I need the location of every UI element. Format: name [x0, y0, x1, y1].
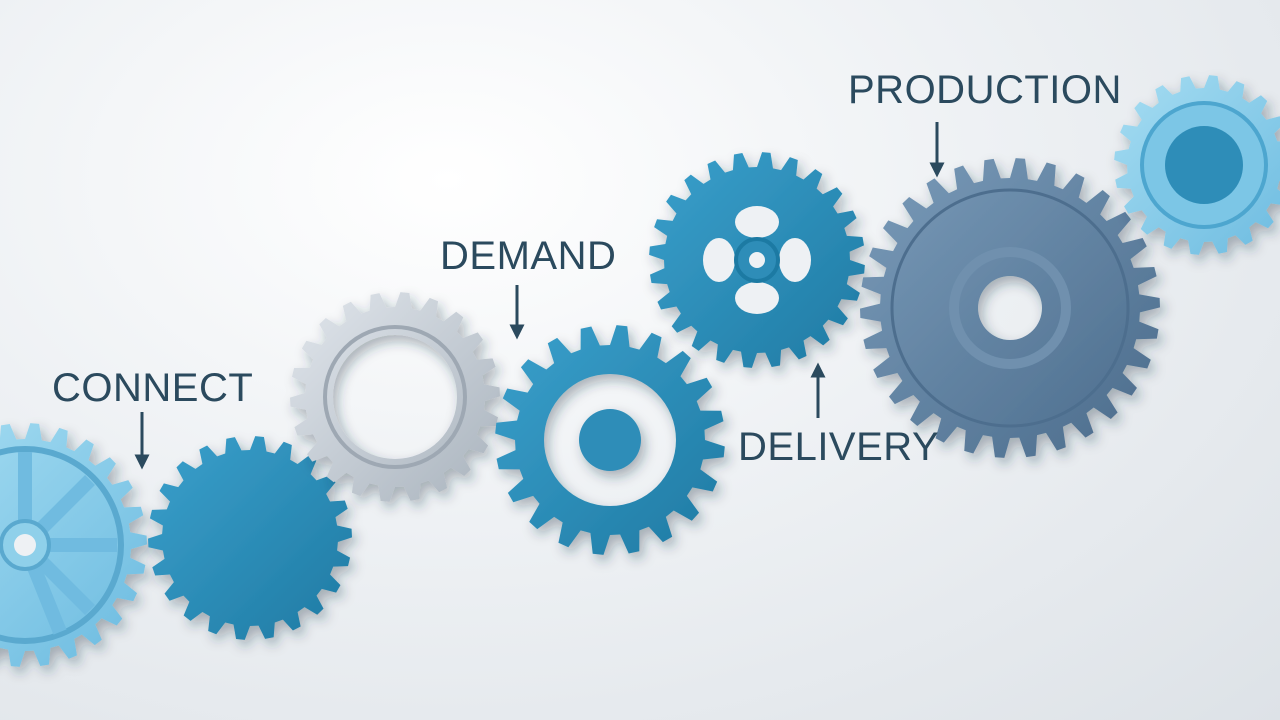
top-right-gear-hub [1165, 126, 1243, 204]
production-label: PRODUCTION [848, 68, 1122, 112]
connect-gear-rim [0, 446, 124, 644]
demand-label: DEMAND [440, 234, 617, 278]
demand-gear-body [495, 325, 725, 555]
connect-label: CONNECT [52, 366, 254, 410]
delivery-gear-holes [703, 206, 811, 314]
silver-gear-body [290, 292, 500, 502]
demand-gear [495, 325, 725, 555]
production-gear [860, 158, 1160, 458]
plain-teal-gear-body [148, 436, 352, 640]
top-right-gear [1114, 75, 1280, 255]
demand-gear-hub [579, 409, 641, 471]
silver-gear-inner-rim [323, 325, 467, 469]
production-gear-hub-ring [949, 247, 1071, 369]
arrows [134, 122, 945, 470]
delivery-label: DELIVERY [738, 425, 940, 469]
production-gear-rim [890, 188, 1130, 428]
silver-gear [290, 292, 500, 502]
plain-teal-gear [148, 436, 352, 640]
delivery-gear [649, 152, 865, 368]
delivery-gear-axle-hole [749, 252, 765, 268]
connect-gear-axle-hole [14, 534, 36, 556]
production-gear-body [860, 158, 1160, 458]
connect-gear [0, 423, 147, 667]
